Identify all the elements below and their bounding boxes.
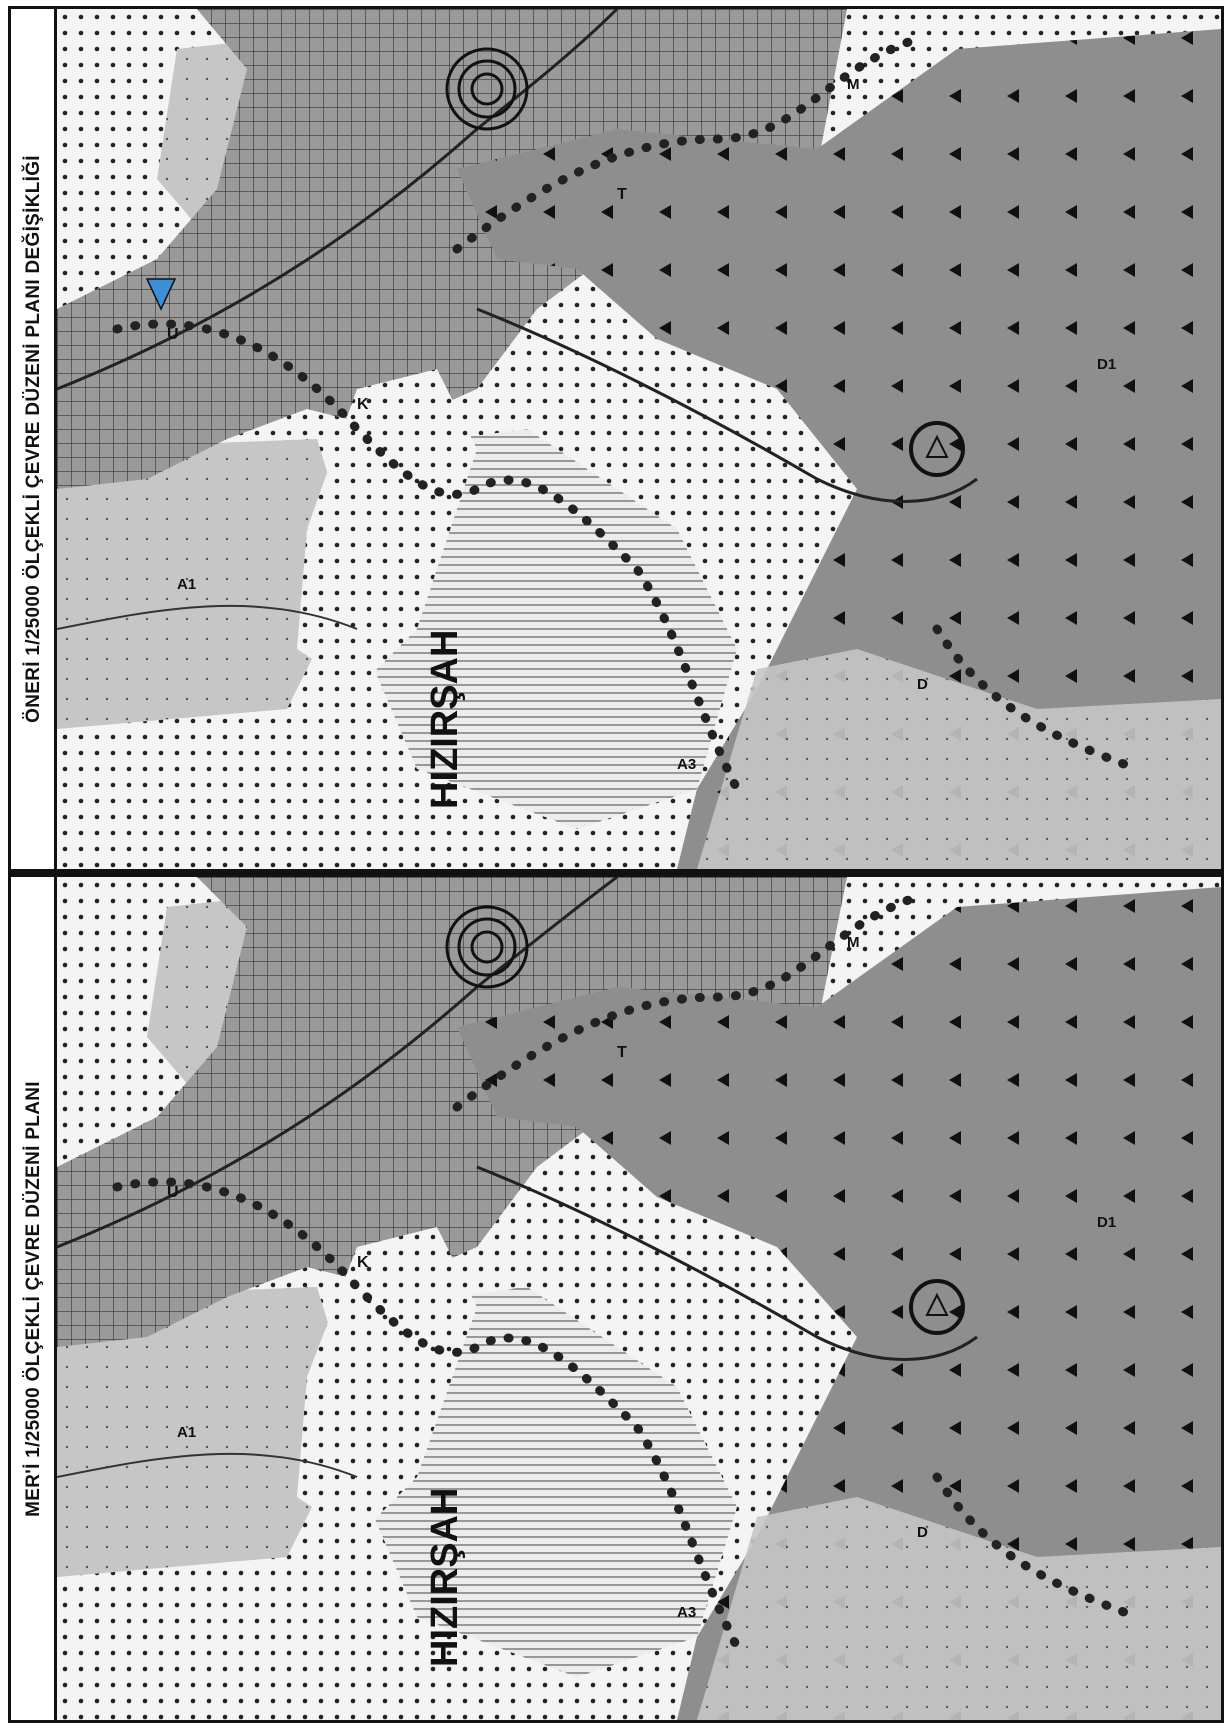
- marker-a3: A3: [677, 756, 696, 773]
- marker-t: T: [617, 186, 627, 203]
- current-title-strip: MER'İ 1/25000 ÖLÇEKLİ ÇEVRE DÜZENİ PLANI: [11, 877, 57, 1720]
- marker-k: K: [357, 1254, 369, 1271]
- marker-m: M: [847, 934, 860, 951]
- current-plan-panel: MER'İ 1/25000 ÖLÇEKLİ ÇEVRE DÜZENİ PLANI: [11, 877, 1221, 1720]
- marker-u: U: [167, 1184, 179, 1201]
- marker-d: D: [917, 1524, 928, 1541]
- proposed-title-strip: ÖNERİ 1/25000 ÖLÇEKLİ ÇEVRE DÜZENİ PLANI…: [11, 9, 57, 869]
- current-plan-title: MER'İ 1/25000 ÖLÇEKLİ ÇEVRE DÜZENİ PLANI: [23, 1080, 44, 1517]
- marker-d1: D1: [1097, 356, 1116, 373]
- proposed-plan-panel: ÖNERİ 1/25000 ÖLÇEKLİ ÇEVRE DÜZENİ PLANI…: [11, 9, 1221, 869]
- marker-k: K: [357, 396, 369, 413]
- panel-divider: [11, 869, 1221, 877]
- target-rings-symbol: [445, 47, 529, 131]
- marker-a1: A1: [177, 1424, 196, 1441]
- proposed-plan-title: ÖNERİ 1/25000 ÖLÇEKLİ ÇEVRE DÜZENİ PLANI…: [23, 155, 44, 723]
- marker-d: D: [917, 676, 928, 693]
- marker-m: M: [847, 76, 860, 93]
- marker-a1: A1: [177, 576, 196, 593]
- map-frame: ÖNERİ 1/25000 ÖLÇEKLİ ÇEVRE DÜZENİ PLANI…: [8, 6, 1224, 1723]
- target-rings-symbol: [445, 905, 529, 989]
- place-label: HIZIRŞAH: [424, 630, 466, 809]
- marker-t: T: [617, 1044, 627, 1061]
- place-label: HIZIRŞAH: [424, 1488, 466, 1667]
- current-map: HIZIRŞAH U K T D1 D A3 A1 M: [57, 877, 1221, 1720]
- marker-d1: D1: [1097, 1214, 1116, 1231]
- marker-a3: A3: [677, 1604, 696, 1621]
- marker-u: U: [167, 326, 179, 343]
- proposed-map: HIZIRŞAH U K T D1 D A3 A1 M: [57, 9, 1221, 869]
